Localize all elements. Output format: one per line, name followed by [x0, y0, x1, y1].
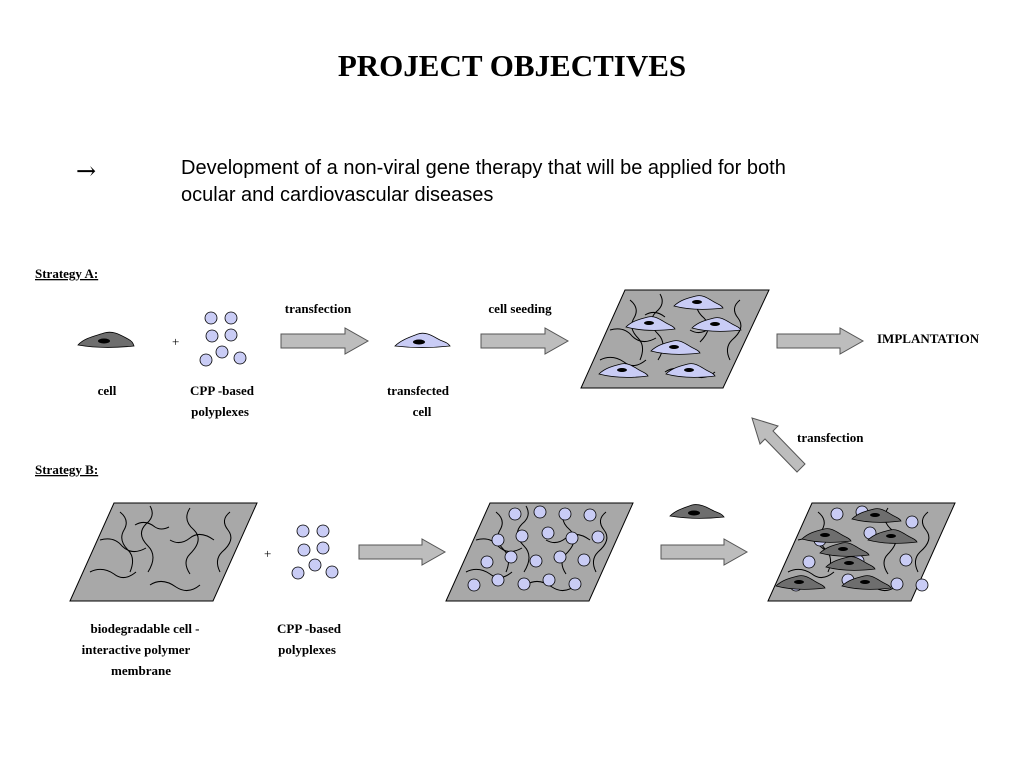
- transfection-up-arrow-label: transfection: [797, 430, 864, 445]
- objective-line-1: Development of a non-viral gene therapy …: [181, 157, 786, 179]
- slide-title: PROJECT OBJECTIVES: [337, 48, 687, 83]
- polyplex-label-b-2: polyplexes: [278, 642, 336, 657]
- loading-arrow: [358, 538, 447, 566]
- transfected-cell: [394, 332, 451, 348]
- transfected-label-2: cell: [413, 404, 432, 419]
- cell-seeding-arrow-b: [660, 538, 749, 566]
- polyplexes-b: [291, 524, 339, 580]
- polyplex-label-b-1: CPP -based: [277, 621, 342, 636]
- plus-sign-b: +: [264, 546, 271, 561]
- polyplexes-a: [199, 311, 247, 367]
- objective-line-2: ocular and cardiovascular diseases: [181, 184, 494, 206]
- polyplex-label-a-1: CPP -based: [190, 383, 255, 398]
- membrane-label-1: biodegradable cell -: [90, 621, 199, 636]
- polyplex-label-a-2: polyplexes: [191, 404, 249, 419]
- objective-text: Development of a non-viral gene therapy …: [181, 155, 901, 209]
- cell-seeding-arrow: [480, 327, 570, 355]
- transfection-arrow: [280, 327, 370, 355]
- cell-seeding-arrow-label: cell seeding: [488, 301, 552, 316]
- cell-b: [669, 504, 725, 519]
- cell-label-a: cell: [98, 383, 117, 398]
- cell-a: [77, 331, 135, 348]
- loaded-membrane: [445, 502, 634, 602]
- transfection-arrow-label: transfection: [285, 301, 352, 316]
- membrane-label-3: membrane: [111, 663, 171, 678]
- implantation-arrow: [776, 327, 865, 355]
- bullet-arrow-icon: →: [76, 157, 97, 185]
- seeded-membrane-b: [767, 502, 956, 602]
- seeded-membrane-a: [580, 289, 770, 389]
- implantation-label: IMPLANTATION: [877, 331, 980, 346]
- strategy-b-heading: Strategy B:: [35, 462, 98, 477]
- plus-sign-a: +: [172, 334, 179, 349]
- membrane-label-2: interactive polymer: [82, 642, 191, 657]
- transfection-up-arrow: [751, 417, 806, 473]
- strategy-a-heading: Strategy A:: [35, 266, 98, 281]
- polymer-membrane: [69, 502, 258, 602]
- transfected-label-1: transfected: [387, 383, 450, 398]
